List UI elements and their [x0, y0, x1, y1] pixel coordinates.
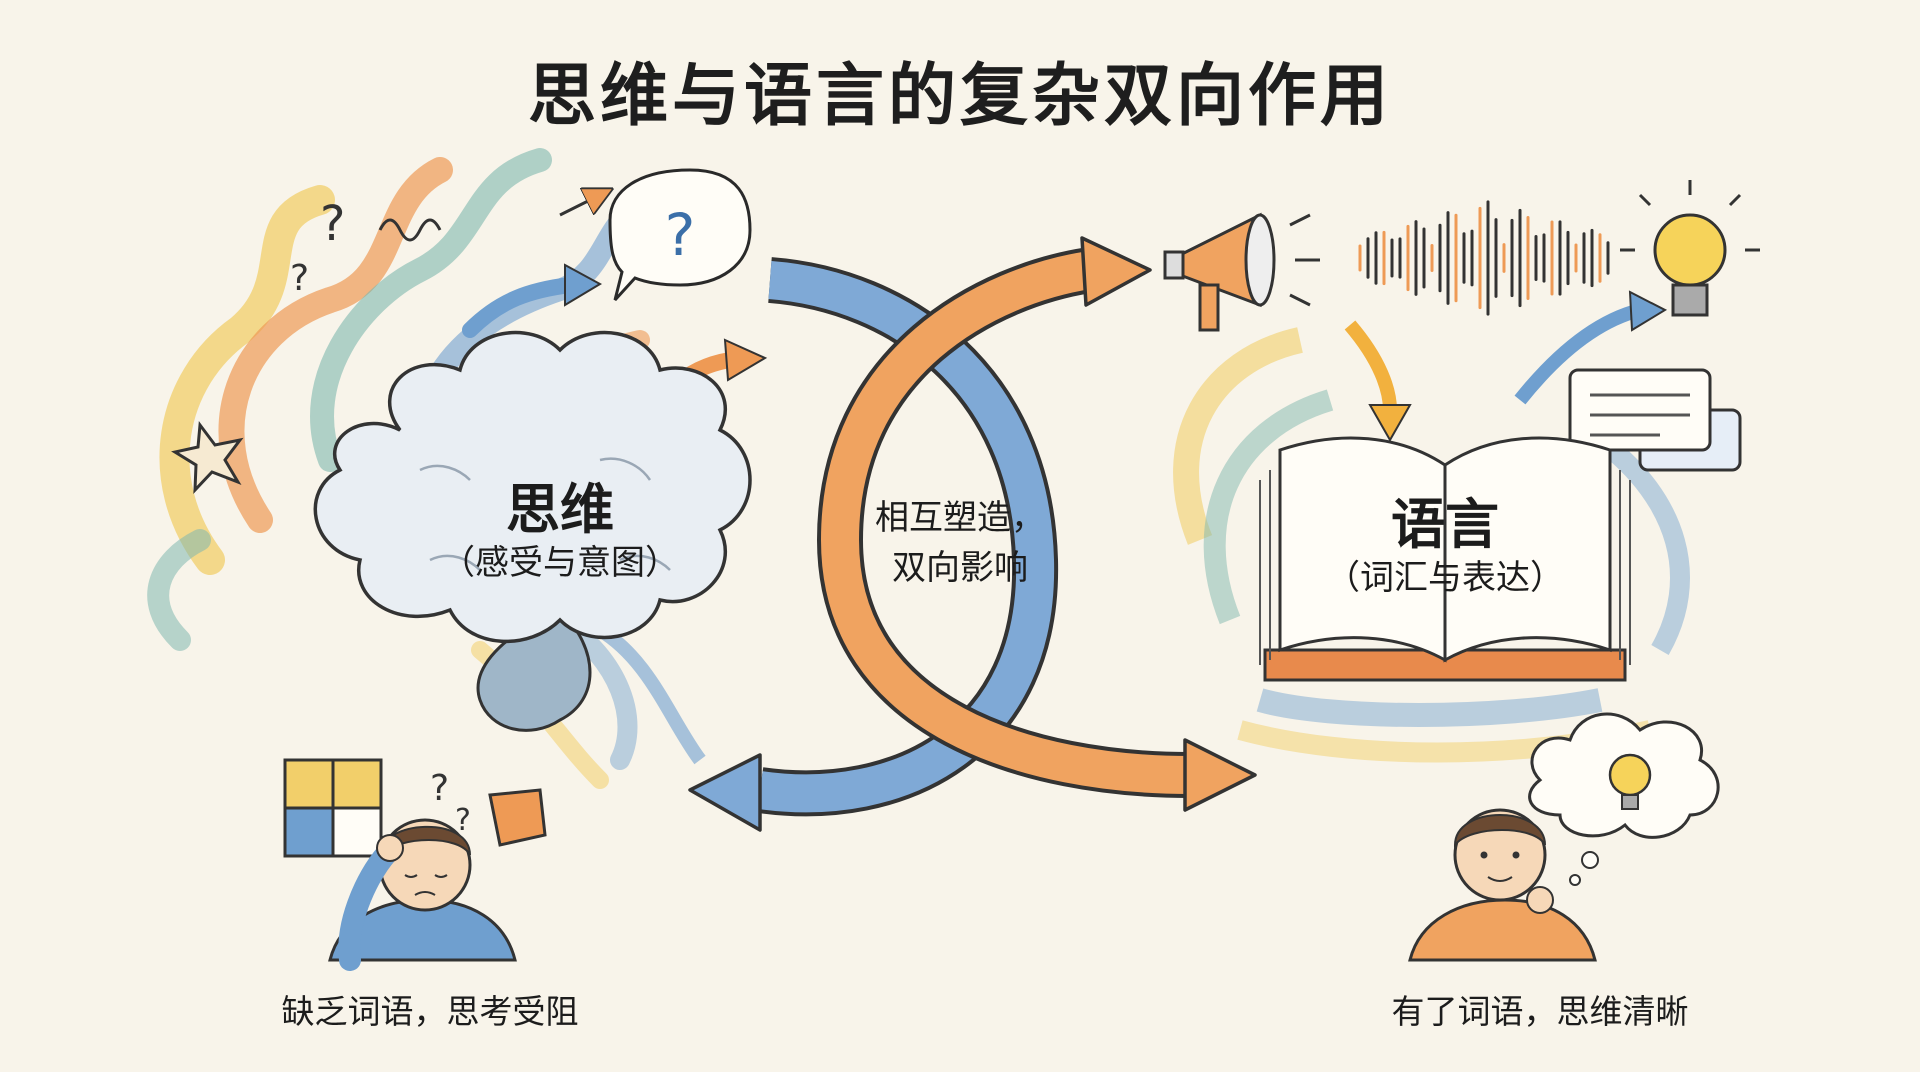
thought-arrowhead-orange-icon [723, 338, 768, 382]
question-icon: ? [430, 768, 449, 809]
small-arrow-icon [559, 195, 600, 217]
thought-arrowhead-icon [564, 263, 603, 307]
lightbulb-icon [1620, 180, 1760, 317]
center-line-2: 双向影响 [892, 548, 1028, 588]
left-caption: 缺乏词语，思考受阻 [281, 992, 579, 1031]
star-icon [171, 420, 244, 494]
center-line-1: 相互塑造， [875, 498, 1045, 538]
book-icon [1259, 436, 1631, 682]
language-sub-label: （词汇与表达） [1326, 558, 1564, 598]
language-label: 语言 [1391, 493, 1499, 556]
down-arrowhead-icon [1368, 404, 1412, 443]
chat-bubble-icon [1568, 368, 1742, 472]
puzzle-icon [283, 758, 547, 858]
speech-bubble-icon: ? [608, 168, 752, 302]
page-title: 思维与语言的复杂双向作用 [527, 57, 1392, 136]
confident-person [1408, 808, 1597, 962]
down-arrow-icon [1344, 320, 1397, 411]
thought-sub-label: （感受与意图） [441, 543, 679, 583]
thought-arrow-up-icon [462, 277, 578, 338]
cloud-brain-icon [313, 330, 752, 765]
squiggle-icon [378, 218, 442, 242]
thinking-cloud-icon [1528, 712, 1720, 886]
orange-arrowhead-bottom-icon [1183, 738, 1257, 812]
puzzled-person [328, 818, 517, 971]
blue-arrowhead-icon [688, 753, 762, 832]
question-icon: ? [290, 258, 309, 299]
svg-text:?: ? [665, 201, 696, 269]
right-caption: 有了词语，思维清晰 [1391, 992, 1689, 1031]
bidirectional-arrows [688, 236, 1257, 832]
idea-arrow-icon [1514, 303, 1642, 405]
question-icon: ? [320, 196, 345, 252]
megaphone-icon [1163, 212, 1320, 332]
sound-wave-icon [1358, 200, 1610, 316]
question-icon: ? [455, 803, 471, 838]
idea-arrowhead-icon [1628, 290, 1668, 332]
thought-label: 思维 [506, 478, 614, 541]
orange-arrowhead-top-icon [1080, 236, 1152, 307]
